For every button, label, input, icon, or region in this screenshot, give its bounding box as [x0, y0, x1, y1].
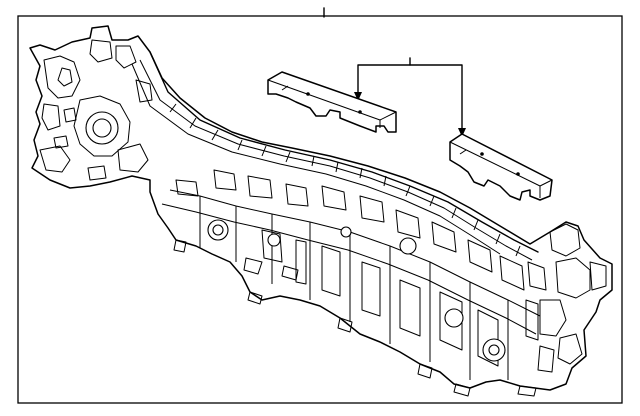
upper-reinforcement-left [267, 71, 397, 133]
diagram-frame [17, 15, 623, 404]
callout-reinforcements [354, 57, 466, 137]
rear-panel-assembly [29, 25, 613, 397]
upper-reinforcement-right [449, 133, 553, 201]
